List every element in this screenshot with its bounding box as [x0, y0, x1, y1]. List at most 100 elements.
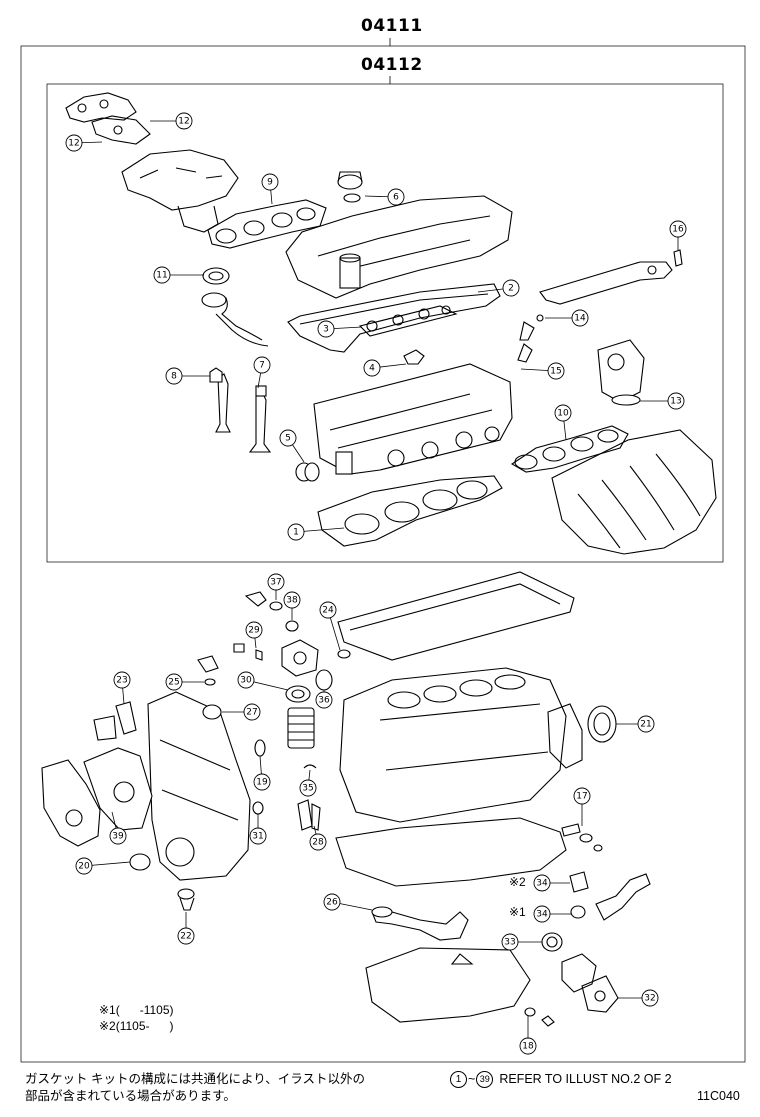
- callout-number: 33: [504, 938, 515, 948]
- callout-circle: [243, 703, 261, 721]
- callout-part-p7: 7: [253, 356, 271, 374]
- variant-mark-1: ※1: [509, 905, 526, 919]
- callout-number: 12: [178, 117, 189, 127]
- callout-circle: [75, 857, 93, 875]
- range-end-badge: 39: [476, 1071, 494, 1088]
- callout-circle: [253, 773, 271, 791]
- callout-circle: [177, 927, 195, 945]
- callout-circle: [317, 320, 335, 338]
- callout-part-p26: 26: [323, 893, 341, 911]
- callout-circle: [113, 671, 131, 689]
- callout-number: 29: [248, 626, 260, 636]
- callout-number: 22: [180, 932, 191, 942]
- callout-number: 35: [302, 784, 313, 794]
- callout-part-p5: 5: [279, 429, 297, 447]
- footer-japanese-note: ガスケット キットの構成には共通化により、イラスト以外の 部品が含まれている場合…: [25, 1071, 365, 1105]
- variant-mark-2: ※2: [509, 875, 526, 889]
- callout-number: 30: [240, 676, 252, 686]
- callout-part-p2: 2: [502, 279, 520, 297]
- callout-number: 10: [557, 409, 569, 419]
- bracket-part25: [197, 655, 219, 686]
- callout-number: 14: [574, 314, 586, 324]
- callout-circle: [573, 787, 591, 805]
- callout-part-p17: 17: [573, 787, 591, 805]
- callout-circle: [533, 874, 551, 892]
- callout-number: 24: [322, 606, 334, 616]
- oil-filter-bracket-o-ring: [285, 685, 311, 703]
- sensor-part37: [244, 591, 283, 611]
- leader-lines: [73, 120, 679, 1046]
- callout-part-p39: 39: [109, 827, 127, 845]
- callout-part-p14: 14: [571, 309, 589, 327]
- callout-number: 12: [68, 139, 79, 149]
- callout-circle: [533, 905, 551, 923]
- reference-text: REFER TO ILLUST NO.2 OF 2: [499, 1072, 672, 1086]
- callout-circle: [667, 392, 685, 410]
- cylinder-head-cover: [285, 195, 513, 299]
- timing-chain-cover: [147, 691, 251, 881]
- callout-part-p13: 13: [667, 392, 685, 410]
- footer-japanese-line-1: ガスケット キットの構成には共通化により、イラスト以外の: [25, 1072, 365, 1086]
- callout-number: 19: [256, 778, 268, 788]
- callout-number: 39: [112, 832, 124, 842]
- range-start-badge: 1: [450, 1071, 467, 1088]
- water-inlet-part32: [581, 975, 619, 1013]
- callout-circle: [387, 188, 405, 206]
- callout-circle: [165, 673, 183, 691]
- callout-part-p24: 24: [319, 601, 337, 619]
- inner-kit-code: 04112: [361, 55, 423, 75]
- callout-number: 36: [318, 696, 330, 706]
- callout-part-p31: 31: [249, 827, 267, 845]
- callout-number: 21: [640, 720, 651, 730]
- union-part29: [233, 643, 263, 661]
- callout-circle: [109, 827, 127, 845]
- callout-circle: [283, 591, 301, 609]
- callout-circle: [315, 691, 333, 709]
- callout-part-p11: 11: [153, 266, 171, 284]
- egr-pipe: [201, 292, 269, 347]
- callout-number: 15: [550, 367, 561, 377]
- rear-end-plate-part21: [547, 703, 583, 769]
- o-ring-part31: [252, 801, 264, 815]
- cylinder-head: [313, 363, 513, 475]
- gasket-part38: [285, 620, 299, 632]
- callout-number: 18: [522, 1042, 534, 1052]
- gasket-part35: [303, 764, 317, 769]
- cam-timing-oil-control-valve-part23: [93, 701, 137, 741]
- callout-number: 4: [369, 364, 375, 374]
- exhaust-manifold-gasket: [207, 199, 327, 249]
- callout-number: 32: [644, 994, 655, 1004]
- drain-plug-part17: [561, 823, 603, 852]
- callout-circle: [287, 523, 305, 541]
- oil-pan-no1: [335, 817, 567, 887]
- water-outlet-gasket-part34-v2: [569, 871, 589, 893]
- outer-kit-frame: [20, 45, 746, 1063]
- callout-number: 17: [576, 792, 587, 802]
- callout-part-p23: 23: [113, 671, 131, 689]
- callout-number: 3: [323, 325, 329, 335]
- callout-part-p33: 33: [501, 933, 519, 951]
- callout-number: 9: [267, 178, 273, 188]
- water-pump-gasket: [83, 747, 153, 831]
- intake-manifold-gasket: [510, 425, 629, 473]
- callout-number: 1: [293, 528, 299, 538]
- footer-reference: 1 ~ 39 REFER TO ILLUST NO.2 OF 2: [450, 1071, 672, 1088]
- callout-circle: [165, 367, 183, 385]
- callout-part-p21: 21: [637, 715, 655, 733]
- callout-part-p34a: 34: [533, 874, 551, 892]
- callout-circle: [267, 573, 285, 591]
- callout-circle: [279, 429, 297, 447]
- callout-part-p25: 25: [165, 673, 183, 691]
- callout-number: 16: [672, 225, 684, 235]
- illustration-code: 11C040: [697, 1089, 740, 1103]
- callout-circle: [502, 279, 520, 297]
- callout-number: 6: [393, 193, 399, 203]
- camshaft-seal-part14: [517, 314, 544, 363]
- callout-part-p9: 9: [261, 173, 279, 191]
- seal-ring-part11: [202, 267, 230, 285]
- water-inlet-hose: [595, 873, 651, 921]
- callout-part-p15: 15: [547, 362, 565, 380]
- callout-part-p22: 22: [177, 927, 195, 945]
